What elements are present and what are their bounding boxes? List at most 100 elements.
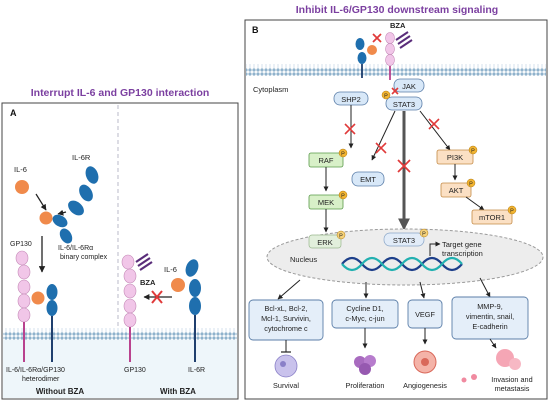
svg-text:P: P — [341, 152, 345, 158]
svg-text:P: P — [339, 234, 343, 240]
target-box-1: Bcl-xL, Bcl-2, Mcl-1, Survivin, cytochro… — [248, 299, 324, 341]
il6r-receptor-free — [68, 166, 99, 216]
outcome-angiogenesis: Angiogenesis — [403, 381, 447, 390]
heterodimer-label-2: heterodimer — [22, 376, 60, 383]
with-bza-label: With BZA — [160, 387, 196, 396]
heterodimer-label-1: IL-6/IL-6Rα/GP130 — [6, 367, 65, 374]
target-box-3: VEGF — [407, 299, 443, 329]
heterodimer — [15, 250, 58, 362]
il6-right-label: IL-6 — [164, 265, 177, 274]
node-shp2: SHP2 — [333, 91, 369, 106]
svg-text:JAK: JAK — [402, 82, 416, 91]
node-emt: EMT — [351, 171, 385, 187]
target-box-2: Cycline D1, c-Myc, c-jun — [331, 299, 399, 329]
svg-text:P: P — [471, 149, 475, 155]
svg-text:ERK: ERK — [317, 238, 332, 247]
svg-text:P: P — [384, 94, 388, 100]
svg-text:MEK: MEK — [318, 198, 334, 207]
proliferation-cell-icon — [354, 355, 376, 375]
survival-cell-icon — [274, 354, 298, 378]
node-mtor: mTOR1 P — [471, 205, 517, 225]
arrow-box1 — [277, 279, 301, 300]
target-box-4: MMP-9, vimentin, snail, E-cadherin — [451, 296, 529, 340]
svg-text:MMP-9,: MMP-9, — [477, 302, 503, 311]
svg-text:P: P — [469, 182, 473, 188]
svg-text:E-cadherin: E-cadherin — [472, 322, 507, 331]
outcome-survival: Survival — [273, 381, 299, 390]
arrow-invasion — [489, 338, 497, 349]
receptor-complex-b — [355, 31, 413, 80]
svg-text:mTOR1: mTOR1 — [479, 213, 505, 222]
binary-label-2: binary complex — [60, 254, 108, 261]
il6r-label: IL-6R — [72, 153, 91, 162]
svg-text:Cycline D1,: Cycline D1, — [346, 304, 383, 313]
arrow-box4 — [479, 277, 491, 298]
svg-text:AKT: AKT — [449, 186, 464, 195]
svg-text:P: P — [422, 232, 426, 238]
node-pi3k: PI3K P — [436, 145, 478, 165]
target-label-2: transcription — [442, 249, 483, 258]
outcome-invasion-2: metastasis — [495, 384, 530, 393]
arrow-il6r-bind — [57, 209, 67, 216]
dna-helix — [341, 256, 463, 272]
invasion-icon — [461, 349, 521, 383]
il6r-right-label: IL-6R — [188, 367, 205, 374]
node-jak: JAK — [393, 78, 425, 93]
gp130-label: GP130 — [10, 241, 32, 248]
cytoplasm-label: Cytoplasm — [253, 85, 288, 94]
il6-ball — [15, 180, 29, 194]
svg-text:c-Myc, c-jun: c-Myc, c-jun — [345, 314, 384, 323]
nucleus-label: Nucleus — [290, 255, 317, 264]
svg-text:Bcl-xL, Bcl-2,: Bcl-xL, Bcl-2, — [265, 304, 308, 313]
svg-text:RAF: RAF — [319, 156, 334, 165]
phospho-badge-stat3: P — [381, 90, 391, 100]
gp130-right — [121, 254, 137, 362]
node-stat3: STAT3 — [385, 96, 423, 111]
panel-b-title: Inhibit IL-6/GP130 downstream signaling — [296, 4, 498, 16]
arrow-akt-mtor — [465, 196, 485, 211]
arrow-box3 — [419, 281, 426, 299]
svg-text:SHP2: SHP2 — [341, 95, 361, 104]
membrane-right — [246, 64, 546, 76]
cytosol-left — [3, 340, 237, 398]
arrow-il6-bind — [35, 193, 47, 211]
block-x-jak — [391, 87, 399, 95]
node-stat3-nucleus: STAT3 P — [383, 228, 429, 247]
node-mek: MEK P — [308, 190, 348, 210]
block-x-pi3k — [428, 118, 440, 130]
block-x-emt — [375, 142, 387, 154]
block-x-stat3 — [397, 159, 411, 173]
node-erk: ERK P — [308, 230, 346, 249]
arrow-stat3-emt — [371, 110, 396, 161]
without-bza-label: Without BZA — [36, 387, 85, 396]
outcome-proliferation: Proliferation — [346, 381, 385, 390]
svg-text:STAT3: STAT3 — [393, 100, 415, 109]
gp130-right-label: GP130 — [124, 367, 146, 374]
svg-text:P: P — [341, 194, 345, 200]
panel-b-label: B — [252, 25, 259, 35]
bza-molecule-left — [135, 253, 153, 271]
panel-b-frame — [244, 19, 548, 400]
block-x-top — [372, 33, 382, 43]
panel-a-title: Interrupt IL-6 and GP130 interaction — [31, 87, 210, 99]
node-raf: RAF P — [308, 148, 348, 168]
svg-text:STAT3: STAT3 — [393, 236, 415, 245]
panel-a-label: A — [10, 108, 17, 118]
il6-label: IL-6 — [14, 165, 27, 174]
bza-label-left: BZA — [140, 278, 156, 287]
bza-label-right: BZA — [390, 21, 406, 30]
svg-text:vimentin, snail,: vimentin, snail, — [466, 312, 514, 321]
angiogenesis-icon — [413, 350, 437, 374]
target-label-1: Target gene — [442, 240, 482, 249]
binary-complex — [39, 211, 73, 244]
svg-text:VEGF: VEGF — [415, 310, 435, 319]
svg-text:PI3K: PI3K — [447, 153, 463, 162]
node-akt: AKT P — [440, 178, 476, 198]
svg-text:cytochrome c: cytochrome c — [264, 324, 308, 333]
block-x-raf — [344, 123, 356, 135]
svg-text:Mcl-1, Survivin,: Mcl-1, Survivin, — [261, 314, 311, 323]
binary-label-1: IL-6/IL-6Rα — [58, 245, 93, 252]
outcome-invasion-1: Invasion and — [491, 375, 532, 384]
svg-text:EMT: EMT — [360, 175, 376, 184]
